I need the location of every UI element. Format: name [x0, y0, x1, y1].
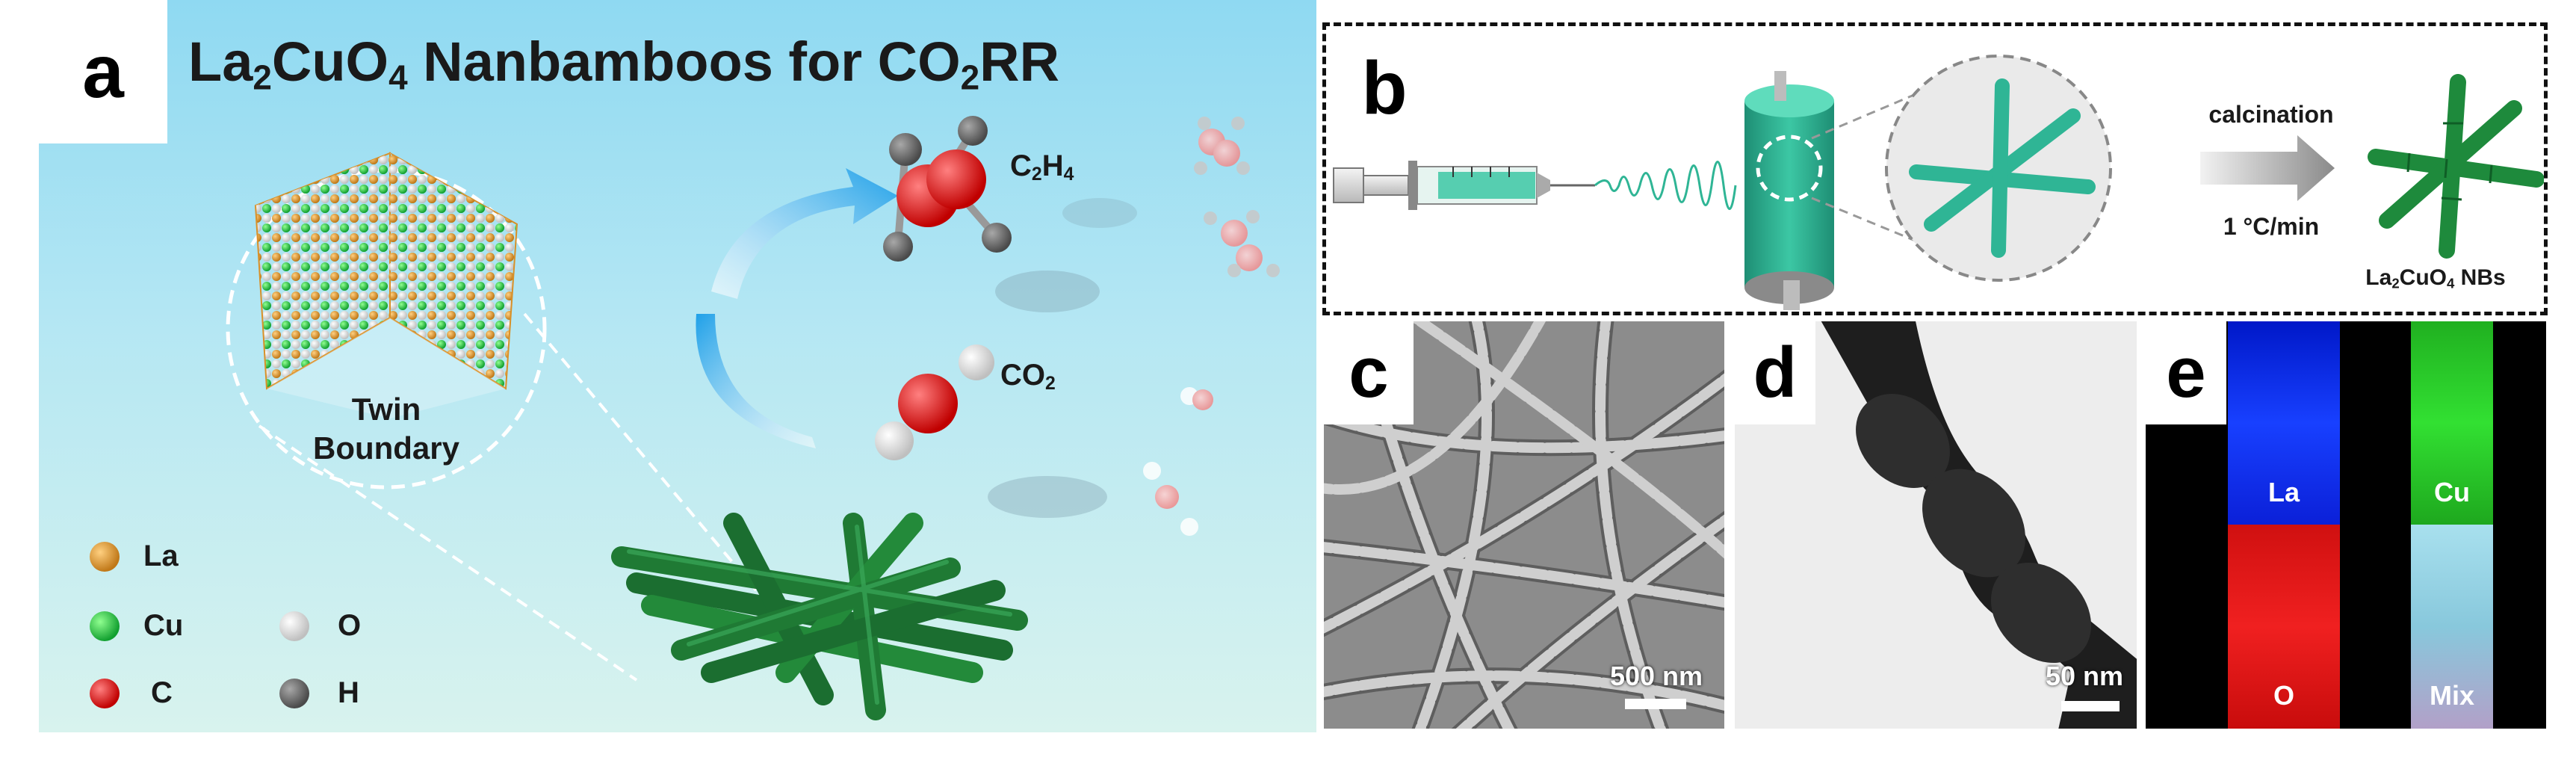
legend-o-ball [279, 611, 309, 641]
legend-la-label: La [143, 540, 179, 572]
eds-tile-o [2228, 525, 2340, 729]
legend-o-label: O [338, 609, 362, 642]
collector-drum [1744, 71, 1834, 310]
co2-molecule [875, 345, 994, 460]
co2-label: CO2 [1000, 359, 1056, 395]
eds-tile-la [2228, 321, 2340, 525]
panel-a: a La2CuO4 Nanbamboos for CO2RR Twin Boun… [39, 0, 1316, 732]
legend-la-ball [90, 542, 120, 572]
panel-e: e La Cu O Mix [2146, 321, 2546, 729]
legend-c-ball [90, 679, 120, 708]
scale-label-d: 50 nm [2045, 661, 2124, 691]
panel-a-illustration [90, 116, 1280, 720]
calcination-arrow [2200, 135, 2335, 201]
syringe [1333, 161, 1595, 210]
panel-d: d 50 nm [1735, 321, 2137, 729]
crystal-twin-boundary [254, 152, 518, 418]
nanobamboo-network [611, 513, 1028, 720]
c2h4-molecule [883, 116, 1012, 262]
panel-b-label: b [1332, 32, 1437, 144]
scale-bar-c [1625, 699, 1686, 709]
eds-label-o: O [2273, 680, 2294, 711]
panel-e-label: e [2146, 321, 2226, 424]
as-spun-fibers [1909, 78, 2096, 258]
eds-label-mix: Mix [2429, 680, 2474, 711]
product-nanobamboos [2368, 74, 2544, 259]
panel-b: b calcination 1 °C/min La2CuO4 NBs [1322, 22, 2548, 315]
legend-h-ball [279, 679, 309, 708]
calcination-label: calcination [2208, 101, 2334, 128]
product-label: La2CuO4 NBs [2365, 265, 2506, 291]
twin-boundary-label: Twin Boundary [312, 392, 459, 466]
legend-c-label: C [151, 676, 173, 709]
scale-label-c: 500 nm [1609, 661, 1703, 691]
legend-cu-ball [90, 611, 120, 641]
heating-rate-label: 1 °C/min [2223, 213, 2320, 240]
panel-d-label: d [1735, 321, 1815, 424]
eds-tile-mix [2411, 525, 2493, 729]
panel-c: c 500 nm [1324, 321, 1724, 729]
eds-tile-cu [2411, 321, 2493, 525]
c2h4-label: C2H4 [1010, 149, 1074, 185]
electrospinning-jet [1594, 161, 1737, 210]
panel-c-label: c [1324, 321, 1414, 424]
legend-cu-label: Cu [143, 609, 184, 642]
eds-label-cu: Cu [2434, 477, 2470, 507]
scale-bar-d [2061, 701, 2120, 711]
legend-h-label: H [338, 676, 359, 709]
panel-a-title: La2CuO4 Nanbamboos for CO2RR [188, 31, 1060, 97]
panel-b-illustration [1333, 55, 2544, 310]
panel-a-label: a [39, 0, 167, 143]
eds-label-la: La [2267, 477, 2300, 507]
